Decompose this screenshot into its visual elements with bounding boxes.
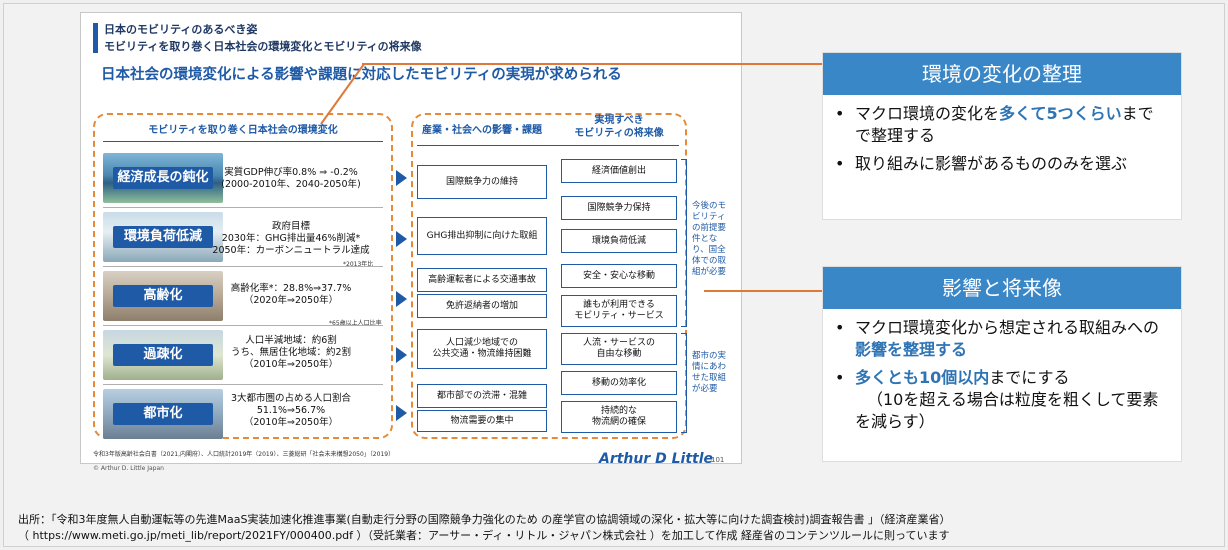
side-note: 都市の実情にあわせた取組が必要 (692, 351, 727, 394)
row-text-line: （2010年⇒2050年） (243, 359, 339, 370)
impact-box: 高齢運転者による交通事故 (417, 268, 547, 292)
row-divider (103, 207, 383, 208)
row-text-line: 高齢化率*：28.8%⇒37.7% (230, 283, 352, 294)
impact-box: 人口減少地域での 公共交通・物流維持困難 (417, 329, 547, 369)
row-image-depopulation: 過疎化 (103, 330, 223, 380)
row-divider (103, 266, 383, 267)
row-text-line: 政府目標 (271, 221, 310, 232)
row-text-line: 51.1%⇒56.7% (256, 405, 326, 416)
row-text-line: 実質GDP伸び率0.8% ⇒ -0.2% (224, 167, 358, 178)
bullet-highlight: 影響を整理する (855, 340, 968, 359)
row-divider (103, 325, 383, 326)
bullet-text: 取り組みに影響があるもののみを選ぶ (855, 154, 1128, 173)
triangle-arrow-icon (396, 170, 407, 186)
impact-box: 免許返納者の増加 (417, 294, 547, 318)
bullet-highlight: 多くて5つくらい (999, 104, 1122, 123)
row-text: 3大都市圏の占める人口割合 51.1%⇒56.7% （2010年⇒2050年） (191, 393, 391, 429)
row-text-line: （2010年⇒2050年） (243, 417, 339, 428)
slide-title: 日本社会の環境変化による影響や課題に対応したモビリティの実現が求められる (101, 67, 622, 83)
impact-box: 物流需要の集中 (417, 410, 547, 432)
connector-line (362, 63, 822, 65)
row-image-economy: 経済成長の鈍化 (103, 153, 223, 203)
connector-diagonal (320, 63, 365, 125)
row-label: 高齢化 (113, 285, 213, 307)
col1-header-rule (103, 141, 383, 142)
triangle-arrow-icon (396, 231, 407, 247)
bullet-text: マクロ環境変化から想定される取組みへの (855, 318, 1160, 337)
col3-header-l1: 実現すべき (594, 115, 644, 126)
row-image-urbanization: 都市化 (103, 389, 223, 439)
impact-box: GHG排出抑制に向けた取組 (417, 217, 547, 255)
row-image-aging: 高齢化 (103, 271, 223, 321)
bullet-item: 多くとも10個以内までにする （10を超える場合は粒度を粗くして要素を減らす） (833, 367, 1169, 433)
connector-line (704, 290, 822, 292)
future-box: 環境負荷低減 (561, 229, 677, 253)
future-box: 経済価値創出 (561, 159, 677, 183)
future-box: 誰もが利用できる モビリティ・サービス (561, 295, 677, 327)
row-text-line: 3大都市圏の占める人口割合 (230, 393, 352, 404)
row-text-line: 2030年：GHG排出量46%削減* (221, 233, 361, 244)
footer-source-line1: 出所：「令和3年度無人自動運転等の先進MaaS実装加速化推進事業(自動走行分野の… (18, 513, 951, 526)
header-bar (93, 23, 98, 53)
triangle-arrow-icon (396, 291, 407, 307)
brace (681, 159, 687, 327)
row-text: 政府目標 2030年：GHG排出量46%削減* 2050年：カーボンニュートラル… (191, 221, 391, 257)
panel-bullets: マクロ環境変化から想定される取組みへの影響を整理する 多くとも10個以内までにす… (823, 309, 1181, 433)
impact-box: 国際競争力の維持 (417, 165, 547, 199)
future-box: 移動の効率化 (561, 371, 677, 395)
col23-header-rule (417, 145, 679, 146)
brace (681, 333, 687, 433)
col3-header-l2: モビリティの将来像 (574, 128, 664, 139)
panel-title: 環境の変化の整理 (823, 53, 1181, 95)
row-label: 過疎化 (113, 344, 213, 366)
future-box: 安全・安心な移動 (561, 264, 677, 288)
bullet-item: マクロ環境の変化を多くて5つくらいまでで整理する (833, 103, 1169, 147)
slide-copyright: © Arthur D. Little Japan (93, 465, 164, 472)
side-note: 今後のモビリティの前提要件となり、国全体での取組が必要 (692, 201, 727, 277)
bullet-item: マクロ環境変化から想定される取組みへの影響を整理する (833, 317, 1169, 361)
row-text-line: うち、無居住化地域：約2割 (230, 347, 352, 358)
row-label: 都市化 (113, 403, 213, 425)
footer-source-line2: （ https://www.meti.go.jp/meti_lib/report… (18, 529, 950, 542)
bullet-highlight: 多くとも10個以内 (855, 368, 990, 387)
row-footnote: *65歳以上人口比率 (329, 320, 382, 327)
row-divider (103, 384, 383, 385)
col2-header: 産業・社会への影響・課題 (422, 125, 542, 136)
slide-source: 令和3年版高齢社会白書（2021,内閣府）、人口統計2019年（2019）、三菱… (93, 451, 395, 458)
bullet-text: マクロ環境の変化を (855, 104, 1000, 123)
bullet-text: までにする (989, 368, 1070, 387)
row-text: 人口半減地域：約6割 うち、無居住化地域：約2割 （2010年⇒2050年） (191, 335, 391, 371)
adl-logo: Arthur D Little (599, 451, 714, 467)
panel-impact: 影響と将来像 マクロ環境変化から想定される取組みへの影響を整理する 多くとも10… (822, 266, 1182, 462)
slide-page-number: 101 (711, 456, 725, 464)
row-footnote: *2013年比 (343, 261, 374, 268)
row-text-line: （2020年⇒2050年） (243, 295, 339, 306)
row-text: 高齢化率*：28.8%⇒37.7% （2020年⇒2050年） (191, 283, 391, 307)
row-text-line: (2000-2010年、2040-2050年) (221, 179, 361, 190)
future-box: 国際競争力保持 (561, 196, 677, 220)
slide: 日本のモビリティのあるべき姿 モビリティを取り巻く日本社会の環境変化とモビリティ… (80, 12, 742, 472)
row-text-line: 2050年：カーボンニュートラル達成 (212, 245, 370, 256)
bullet-text: までで整理する (855, 104, 1154, 145)
triangle-arrow-icon (396, 405, 407, 421)
col1-header: モビリティを取り巻く日本社会の環境変化 (148, 125, 338, 136)
slide-header-line2: モビリティを取り巻く日本社会の環境変化とモビリティの将来像 (104, 40, 422, 53)
row-text: 実質GDP伸び率0.8% ⇒ -0.2% (2000-2010年、2040-20… (191, 167, 391, 191)
impact-box: 都市部での渋滞・混雑 (417, 384, 547, 408)
panel-title: 影響と将来像 (823, 267, 1181, 309)
panel-environment: 環境の変化の整理 マクロ環境の変化を多くて5つくらいまでで整理する 取り組みに影… (822, 52, 1182, 220)
slide-header-line1: 日本のモビリティのあるべき姿 (104, 23, 258, 36)
col1-frame (93, 113, 393, 439)
row-text-line: 人口半減地域：約6割 (245, 335, 337, 346)
row-label: 環境負荷低減 (113, 226, 213, 248)
bullet-subtext: （10を超える場合は粒度を粗くして要素を減らす） (855, 390, 1159, 431)
future-box: 人流・サービスの 自由な移動 (561, 333, 677, 365)
panel-bullets: マクロ環境の変化を多くて5つくらいまでで整理する 取り組みに影響があるもののみを… (823, 95, 1181, 175)
triangle-arrow-icon (396, 347, 407, 363)
row-label: 経済成長の鈍化 (113, 167, 213, 189)
bullet-item: 取り組みに影響があるもののみを選ぶ (833, 153, 1169, 175)
future-box: 持続的な 物流網の確保 (561, 401, 677, 433)
row-image-environment: 環境負荷低減 (103, 212, 223, 262)
